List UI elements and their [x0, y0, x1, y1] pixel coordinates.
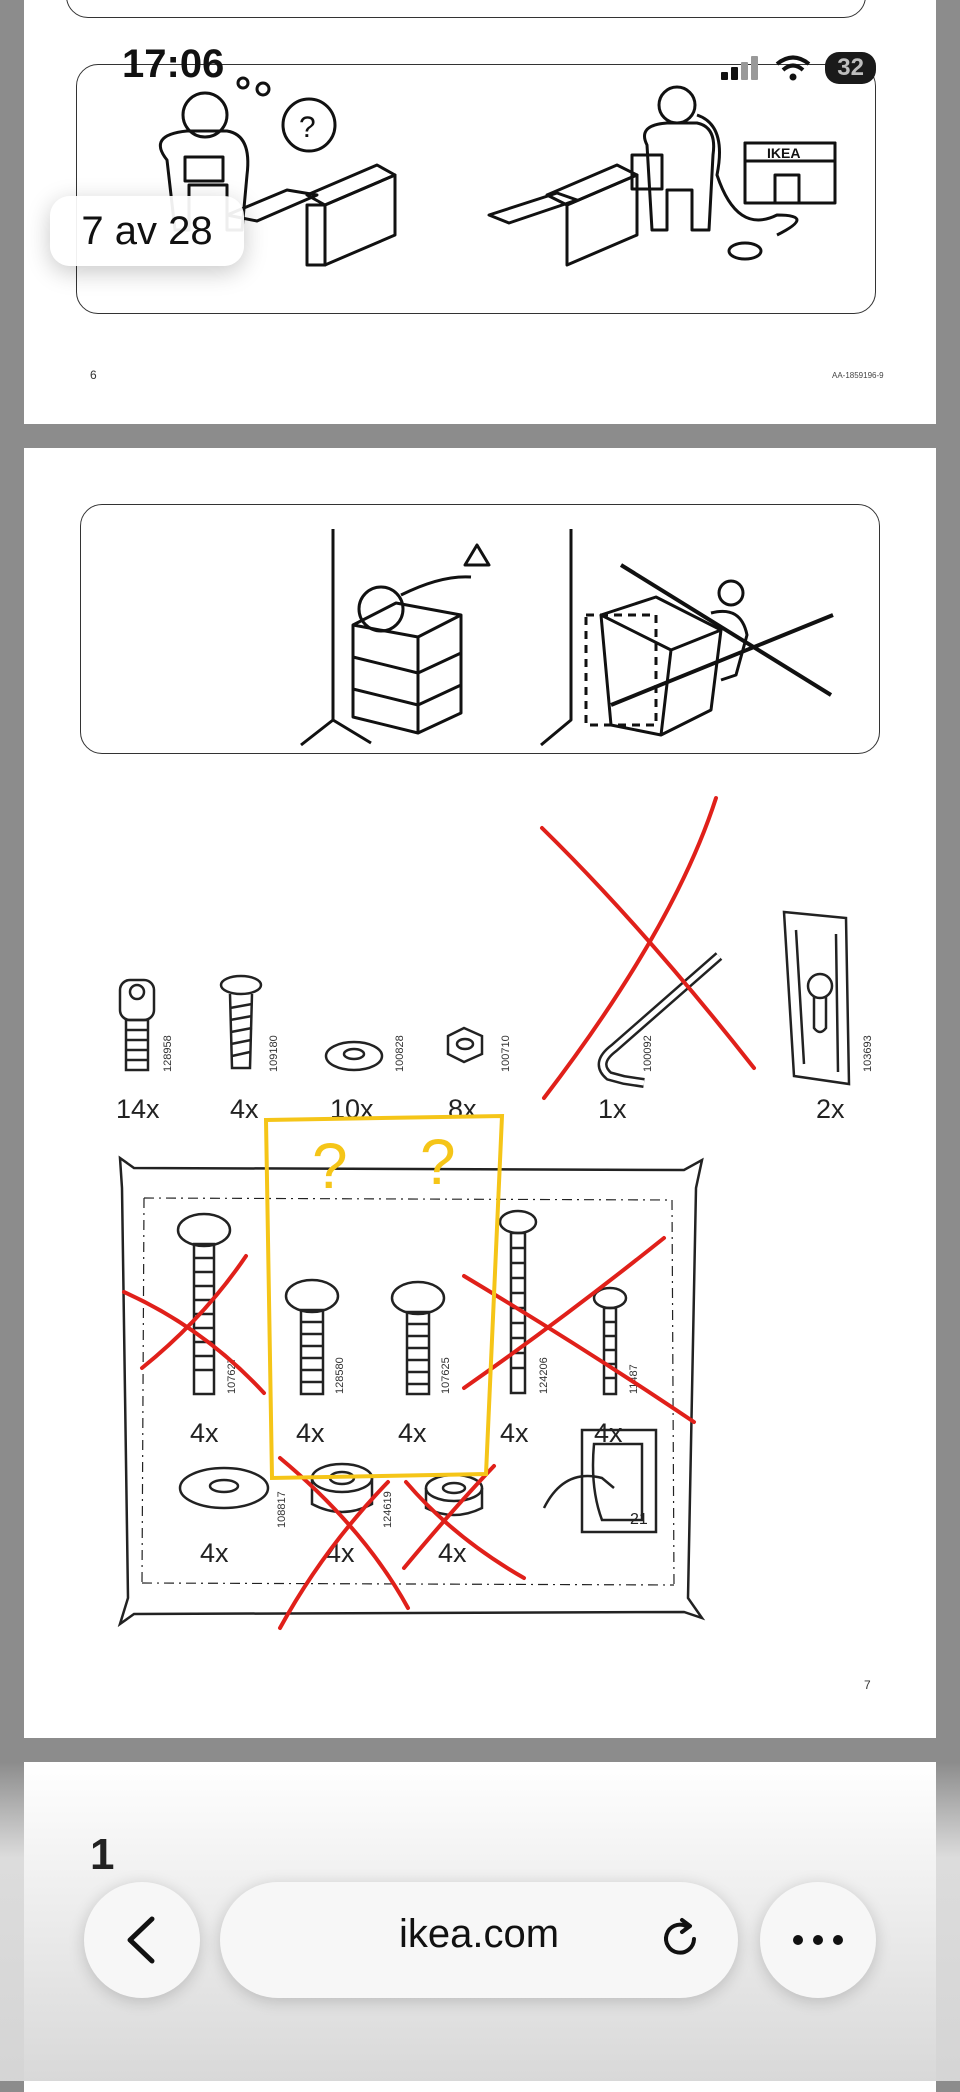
- step-number: 1: [90, 1830, 115, 1879]
- red-cross-marks: [122, 796, 756, 1630]
- wifi-icon: [776, 55, 811, 81]
- yellow-highlight-box: [263, 1113, 505, 1481]
- part-quantity: 4x: [398, 1418, 427, 1448]
- page-number: 6: [90, 368, 97, 382]
- part-quantity: 4x: [230, 1094, 259, 1124]
- chevron-left-icon: [127, 1916, 155, 1964]
- status-time: 17:06: [122, 42, 225, 86]
- battery-indicator: 32: [825, 52, 876, 84]
- part-quantity: 2x: [816, 1094, 845, 1124]
- part-quantity: 4x: [594, 1418, 623, 1448]
- more-icon: [793, 1935, 843, 1945]
- part-quantity: 4x: [296, 1418, 325, 1448]
- manual-page-7: 128958 109180 100828 100710 100092 10369…: [24, 448, 936, 1738]
- ikea-sign-text: IKEA: [767, 145, 800, 161]
- back-button[interactable]: [84, 1882, 200, 1998]
- part-quantity: 4x: [438, 1538, 467, 1568]
- sticker-number: 21: [630, 1511, 648, 1528]
- document-code: AA-1859196-9: [832, 371, 884, 380]
- address-bar[interactable]: ikea.com: [220, 1882, 738, 1998]
- more-options-button[interactable]: [760, 1882, 876, 1998]
- part-quantity: 1x: [598, 1094, 627, 1124]
- part-quantity: 4x: [190, 1418, 219, 1448]
- svg-text:?: ?: [299, 111, 316, 144]
- top-cut-panel: [66, 0, 866, 18]
- annotations-overlay: ? ?: [122, 796, 756, 1630]
- part-quantity: 8x: [448, 1094, 477, 1124]
- help-illustration: ? IKEA: [158, 76, 837, 267]
- help-panel: ? IKEA: [76, 64, 876, 314]
- part-quantity: 4x: [500, 1418, 529, 1448]
- url-text: ikea.com: [398, 1912, 560, 1956]
- wall-anchor-illustration: [300, 529, 834, 747]
- part-quantity: 4x: [326, 1538, 355, 1568]
- page-counter: 7 av 28: [50, 196, 244, 266]
- page-number: 7: [864, 1678, 871, 1692]
- question-mark: ?: [420, 1126, 456, 1198]
- part-quantity: 14x: [116, 1094, 160, 1124]
- question-mark: ?: [312, 1130, 348, 1202]
- part-quantity: 4x: [200, 1538, 229, 1568]
- hardware-row-illustration: [118, 910, 851, 1088]
- status-icons: 32: [721, 52, 876, 84]
- reload-icon[interactable]: [658, 1917, 704, 1963]
- wall-anchor-panel: [80, 504, 880, 754]
- hardware-bag-illustration: 21: [117, 1155, 706, 1628]
- signal-icon: [721, 56, 759, 80]
